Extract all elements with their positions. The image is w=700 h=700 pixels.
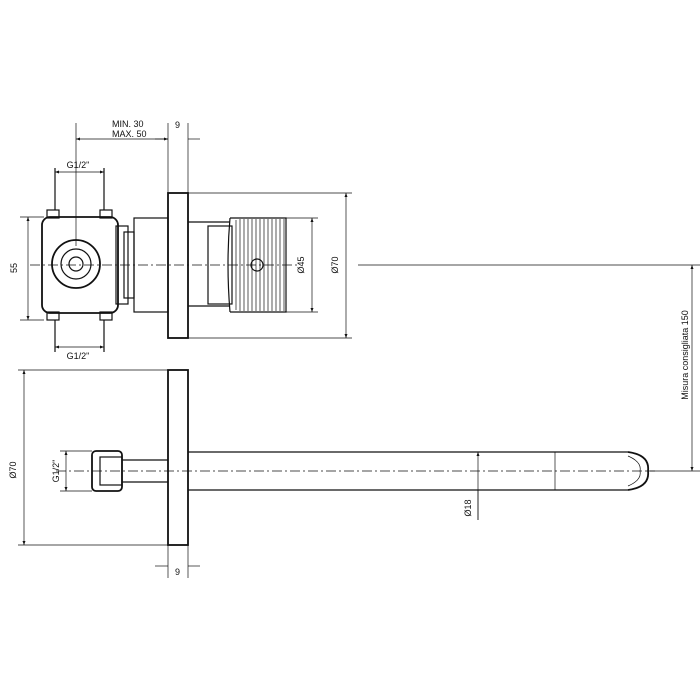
thread-side-label: G1/2" (51, 460, 61, 483)
recommended-height-dimension: Misura consigliata 150 (358, 264, 700, 472)
thread-lower-label: G1/2" (67, 351, 90, 361)
spout-diameter-label: Ø18 (463, 499, 473, 516)
plate-diameter-bottom-label: Ø70 (8, 461, 18, 478)
height-body-label: 55 (9, 263, 19, 273)
knob-diameter-label: Ø45 (296, 256, 306, 273)
wall-plate-bottom (167, 369, 189, 546)
plate-diameter-top-label: Ø70 (330, 256, 340, 273)
recommended-height-label: Misura consigliata 150 (680, 310, 690, 400)
max-depth-label: MAX. 50 (112, 129, 147, 139)
min-depth-label: MIN. 30 (112, 119, 144, 129)
thread-upper-label: G1/2" (67, 160, 90, 170)
spout (188, 451, 650, 491)
mixer-body (41, 168, 169, 352)
top-view: 55 G1/2" G1/2" MIN. 30 MAX. 50 9 Ø45 Ø70 (9, 119, 352, 361)
bottom-view: G1/2" Ø70 Ø18 9 (8, 369, 655, 578)
wall-plate-top (167, 192, 189, 339)
wall-thickness-top-label: 9 (175, 120, 180, 130)
wall-thickness-bottom-label: 9 (175, 567, 180, 577)
